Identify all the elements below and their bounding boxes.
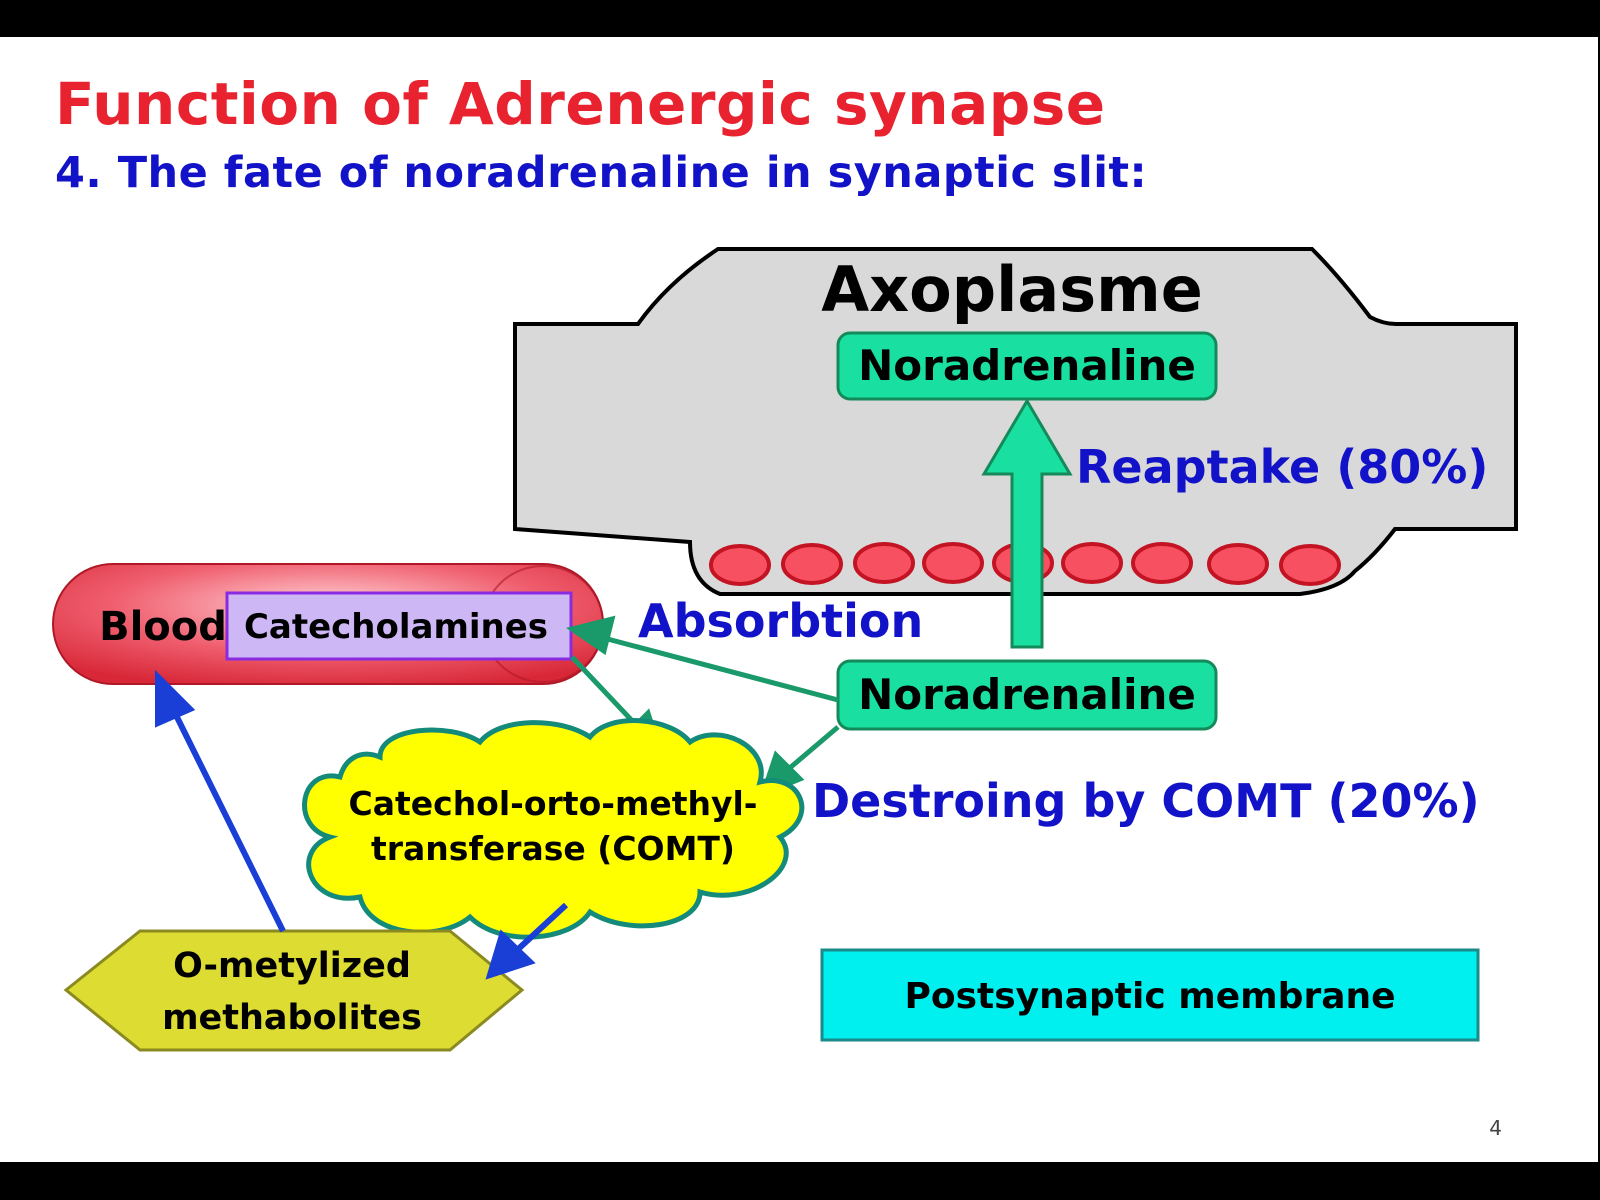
vesicle-row: [709, 542, 1341, 586]
reuptake-arrow: [981, 398, 1073, 649]
slide-subtitle: 4. The fate of noradrenaline in synaptic…: [55, 148, 1148, 198]
vesicle: [1207, 543, 1269, 585]
vesicle: [1061, 542, 1123, 584]
comt-to-metabolites-arrowhead: [485, 929, 536, 980]
comt-label-line1: Catechol-orto-methyl-: [348, 784, 757, 823]
noradrenaline-bottom-box: [836, 659, 1218, 731]
slide: Function of Adrenergic synapse 4. The fa…: [0, 37, 1598, 1162]
metabolites-to-blood-arrowhead: [155, 669, 196, 728]
vesicle: [922, 542, 984, 584]
catecholamines-to-comt-arrow: [570, 655, 640, 729]
absorption-label: Absorbtion: [638, 594, 923, 648]
metabolites-to-blood-arrow: [169, 705, 286, 933]
synapse-diagram: Axoplasme Noradrenaline Reaptake (80%) B…: [52, 247, 1518, 1052]
absorption-arrow: [599, 634, 839, 703]
slide-title: Function of Adrenergic synapse: [55, 70, 1106, 138]
blue-connectors: [155, 669, 569, 980]
catecholamines-box: [225, 591, 573, 661]
comt-cloud: [302, 718, 805, 940]
axoplasm-label: Axoplasme: [821, 253, 1203, 326]
metabolites-label-line1: O-metylized: [173, 946, 411, 986]
reuptake-label: Reaptake (80%): [1076, 440, 1488, 494]
vesicle: [1131, 542, 1193, 584]
noradrenaline-bottom-label: Noradrenaline: [858, 670, 1196, 719]
page-number: 4: [1489, 1116, 1502, 1140]
postsynaptic-membrane-label: Postsynaptic membrane: [904, 976, 1395, 1017]
metabolites-label-line2: methabolites: [162, 998, 422, 1038]
vesicle: [781, 543, 843, 585]
vesicle: [709, 544, 771, 586]
comt-label-line2: transferase (COMT): [371, 829, 735, 868]
metabolites-hexagon: [63, 929, 525, 1052]
destroying-label: Destroing by COMT (20%): [812, 774, 1480, 828]
catecholamines-label: Catecholamines: [244, 607, 548, 647]
absorption-arrowhead: [566, 615, 616, 656]
postsynaptic-membrane-box: [820, 948, 1480, 1042]
comt-to-metabolites-arrow: [512, 902, 569, 955]
noradrenaline-to-comt-arrow: [783, 725, 840, 774]
noradrenaline-top-label: Noradrenaline: [858, 341, 1196, 390]
vesicle: [1279, 544, 1341, 586]
blood-label: Blood: [99, 604, 227, 650]
vesicle: [853, 542, 915, 584]
